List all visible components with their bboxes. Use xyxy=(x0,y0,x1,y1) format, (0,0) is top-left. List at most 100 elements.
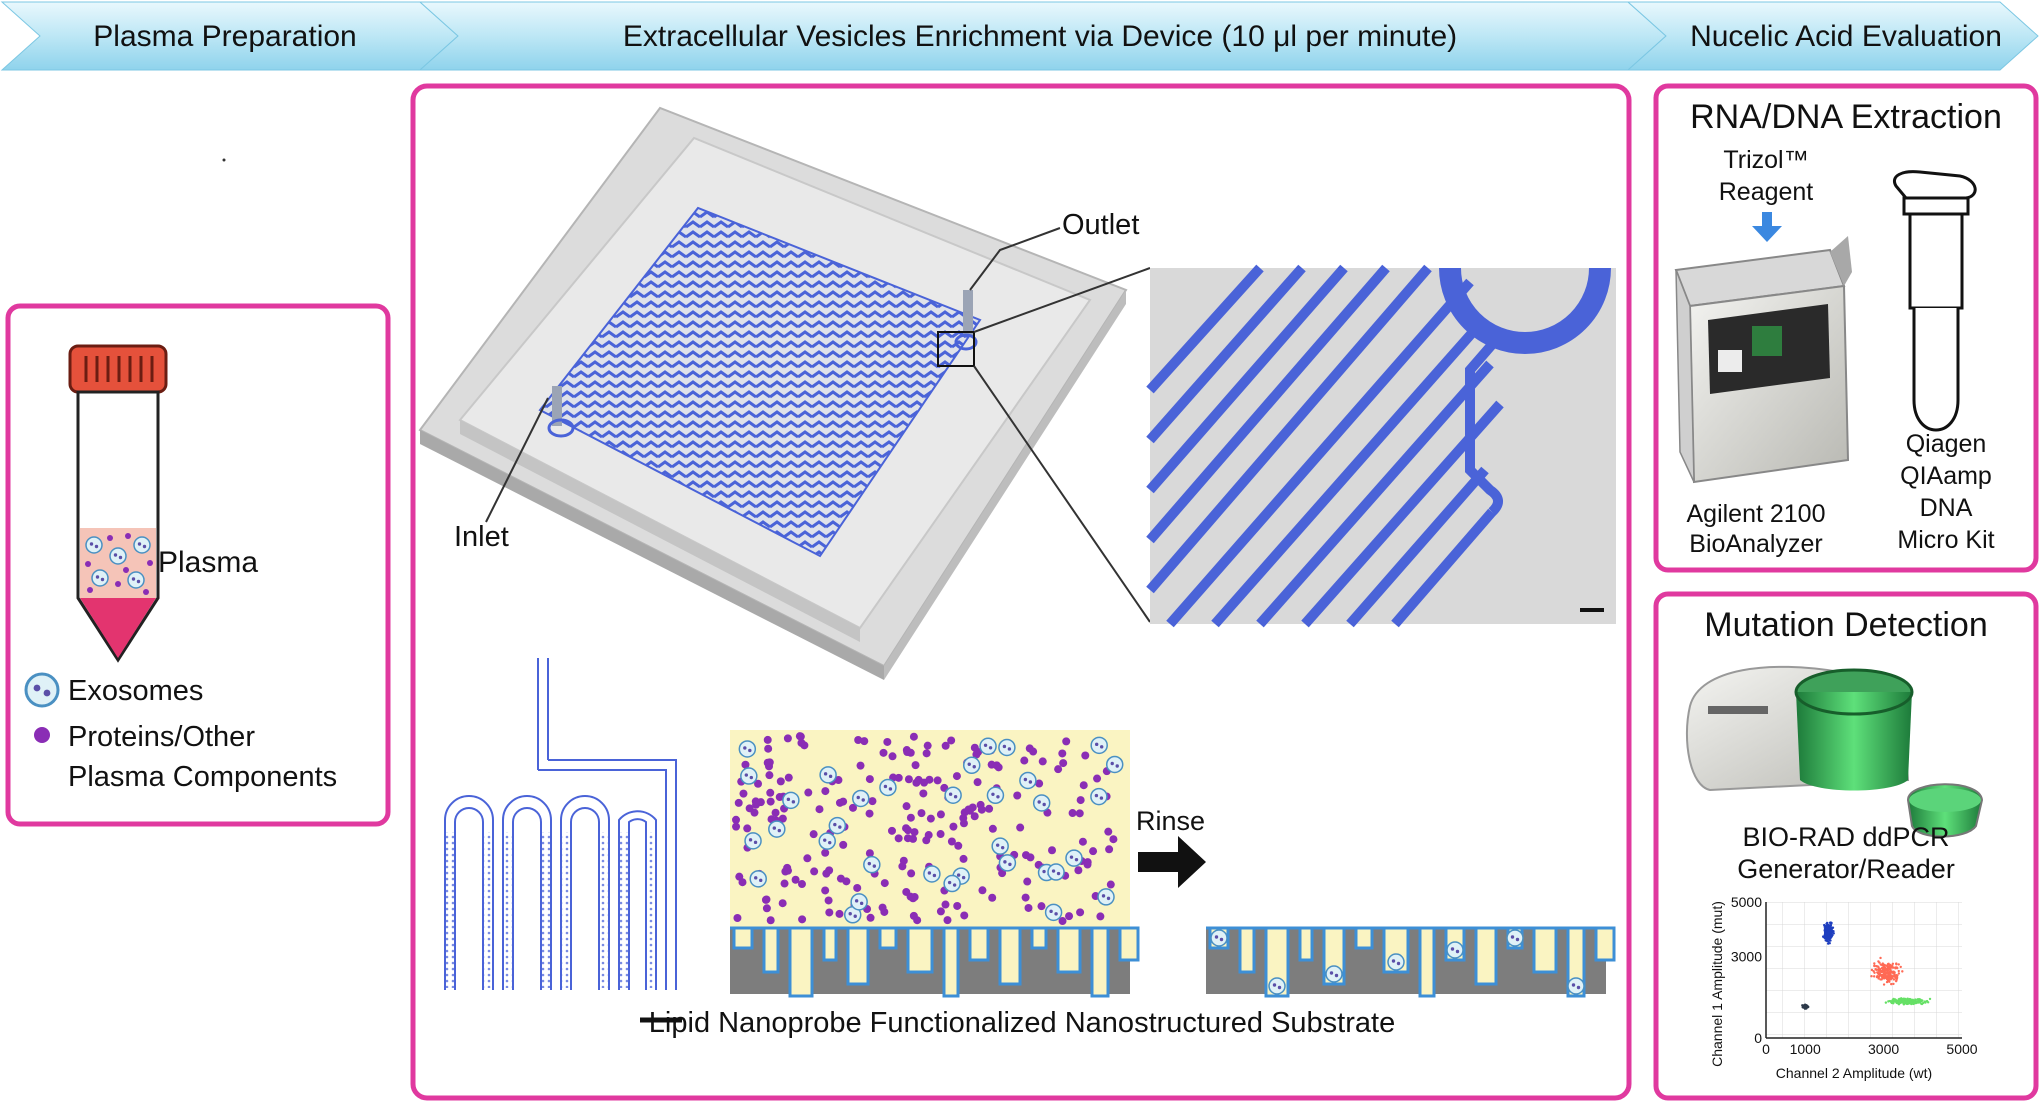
protein-dot xyxy=(1089,847,1098,856)
droplet-point xyxy=(1928,997,1932,1001)
captured-exosome xyxy=(1506,929,1524,947)
protein-dot xyxy=(941,741,950,750)
droplet-point xyxy=(1913,1000,1916,1004)
protein-dot xyxy=(954,841,963,850)
rinse-label: Rinse xyxy=(1136,806,1205,836)
protein-dot xyxy=(745,804,754,813)
device-panel: Inlet Outlet xyxy=(410,83,1632,1101)
exosome xyxy=(1019,771,1037,790)
mutation-panel: Mutation Detection BIO-RAD ddPCR Generat… xyxy=(1653,591,2039,1101)
plasma-label: Plasma xyxy=(158,546,258,579)
nanopore xyxy=(1532,926,1558,974)
protein-dot xyxy=(732,815,741,824)
x-tick-label: 0 xyxy=(1762,1041,1770,1057)
qiagen-line2: QIAamp xyxy=(1900,462,1992,490)
droplet-point xyxy=(1825,924,1829,928)
protein-dot xyxy=(778,899,787,908)
protein-dot xyxy=(936,810,945,819)
protein-dot xyxy=(754,779,763,788)
exosome xyxy=(998,854,1017,872)
droplet-point xyxy=(1918,998,1922,1002)
droplet-point xyxy=(1924,1001,1927,1004)
protein-dot xyxy=(733,913,742,922)
exosome xyxy=(1032,794,1051,812)
protein-dot xyxy=(734,798,743,807)
protein-dot xyxy=(988,893,997,902)
exosome xyxy=(851,789,870,808)
exosome xyxy=(943,874,961,893)
droplet-point xyxy=(1878,961,1881,964)
inlet-leader-line xyxy=(485,397,549,523)
exosome xyxy=(744,832,762,850)
droplet-point xyxy=(1895,963,1898,966)
protein-dot xyxy=(949,822,958,831)
droplet-point xyxy=(1822,935,1825,939)
x-axis-label: Channel 2 Amplitude (wt) xyxy=(1776,1065,1932,1081)
protein-dot xyxy=(866,913,875,922)
droplet-point xyxy=(1907,1000,1910,1003)
protein-dot xyxy=(798,915,807,924)
protein-dot xyxy=(766,797,775,806)
legend-exosomes: Exosomes xyxy=(24,672,203,708)
y-tick-label: 5000 xyxy=(1731,894,1762,910)
exosome xyxy=(986,786,1005,805)
header-step-nucleic-acid: Nucelic Acid Evaluation xyxy=(1626,1,2039,71)
protein-dot xyxy=(743,824,752,833)
protein-dot xyxy=(880,879,889,888)
protein-dot xyxy=(922,749,931,758)
droplet-point xyxy=(1914,998,1917,1001)
protein-dot xyxy=(1105,845,1114,854)
protein-dot xyxy=(943,916,952,925)
protein-dot xyxy=(977,805,986,814)
protein-dot xyxy=(761,895,770,904)
exosome xyxy=(1090,787,1108,806)
protein-dot xyxy=(810,867,819,876)
protein-dot xyxy=(803,854,812,863)
tube-tip xyxy=(80,598,156,658)
droplet-point xyxy=(1882,967,1885,971)
protein-dot xyxy=(933,776,942,785)
zoom-box xyxy=(937,331,975,367)
rna-panel-title: RNA/DNA Extraction xyxy=(1690,98,2002,136)
y-tick-label: 0 xyxy=(1754,1030,1762,1046)
tube-cap xyxy=(68,344,168,394)
header-step-label: Plasma Preparation xyxy=(93,20,356,53)
channel-array xyxy=(538,206,982,558)
nanostructured-substrate xyxy=(730,926,1140,998)
exosome xyxy=(828,816,847,835)
droplet-point xyxy=(1883,967,1887,971)
droplet-point xyxy=(1901,970,1904,973)
protein-dot xyxy=(776,777,785,786)
protein-dot xyxy=(959,854,968,863)
protein-dot xyxy=(919,789,928,798)
header-step-plasma-preparation: Plasma Preparation xyxy=(0,1,459,71)
protein-dot xyxy=(821,787,830,796)
droplet-point xyxy=(1915,1000,1918,1004)
droplet-point xyxy=(1897,972,1901,975)
nanopore xyxy=(1238,926,1256,974)
protein-dot xyxy=(738,878,747,887)
protein-dot xyxy=(994,763,1003,772)
protein-dot xyxy=(941,900,950,909)
protein-dot xyxy=(970,743,979,752)
protein-dot xyxy=(936,907,945,916)
protein-dot xyxy=(917,809,926,818)
protein-dot xyxy=(902,802,911,811)
protein-dot xyxy=(970,812,979,821)
biorad-line2: Generator/Reader xyxy=(1737,854,1955,884)
droplet-point xyxy=(1891,998,1894,1002)
protein-dot xyxy=(894,773,903,782)
protein-dot xyxy=(1065,912,1074,921)
nanopore xyxy=(1030,926,1048,950)
protein-dot xyxy=(959,819,968,828)
captured-exosome xyxy=(1567,977,1585,995)
droplet-point xyxy=(1909,1001,1913,1004)
protein-dot-icon xyxy=(34,727,50,743)
protein-dot xyxy=(973,778,982,787)
droplet-point xyxy=(1890,1001,1893,1004)
captured-exosome xyxy=(1325,965,1343,983)
protein-dot xyxy=(988,824,997,833)
exosome xyxy=(962,756,981,775)
exosome xyxy=(1065,849,1083,867)
